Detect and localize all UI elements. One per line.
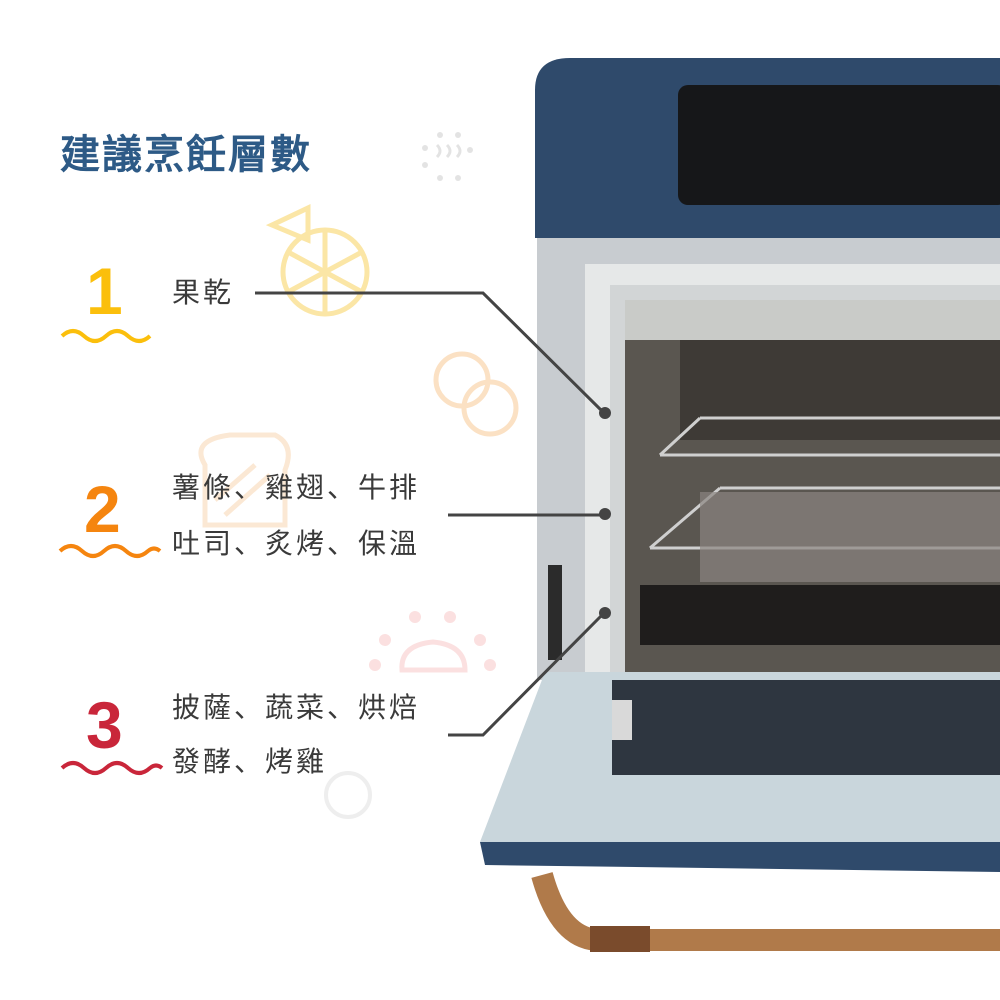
level-2-foods-line2: 吐司、炙烤、保溫 — [172, 527, 421, 560]
level-1-marker — [599, 407, 611, 419]
bun-icon — [369, 611, 496, 673]
level-1-foods: 果乾 — [172, 276, 235, 309]
wave-3 — [60, 761, 164, 775]
steam-icon — [422, 132, 473, 181]
page-title: 建議烹飪層數 — [60, 132, 312, 178]
level-2-foods-line1: 薯條、雞翅、牛排 — [172, 471, 421, 504]
wave-2 — [58, 544, 162, 558]
leader-lines — [255, 291, 606, 737]
level-3-foods-line2: 發酵、烤雞 — [172, 745, 328, 778]
steam-icon — [324, 771, 372, 819]
toast-icon — [198, 432, 291, 528]
wave-1 — [60, 329, 152, 343]
level-2-marker — [599, 508, 611, 520]
level-2-number: 2 — [84, 472, 121, 546]
level-3-number: 3 — [86, 688, 123, 762]
level-1-number: 1 — [86, 254, 123, 328]
level-3-marker — [599, 607, 611, 619]
level-3-foods-line1: 披薩、蔬菜、烘焙 — [172, 691, 421, 724]
cookies-icon — [433, 351, 519, 437]
pizza-icon — [265, 204, 370, 317]
